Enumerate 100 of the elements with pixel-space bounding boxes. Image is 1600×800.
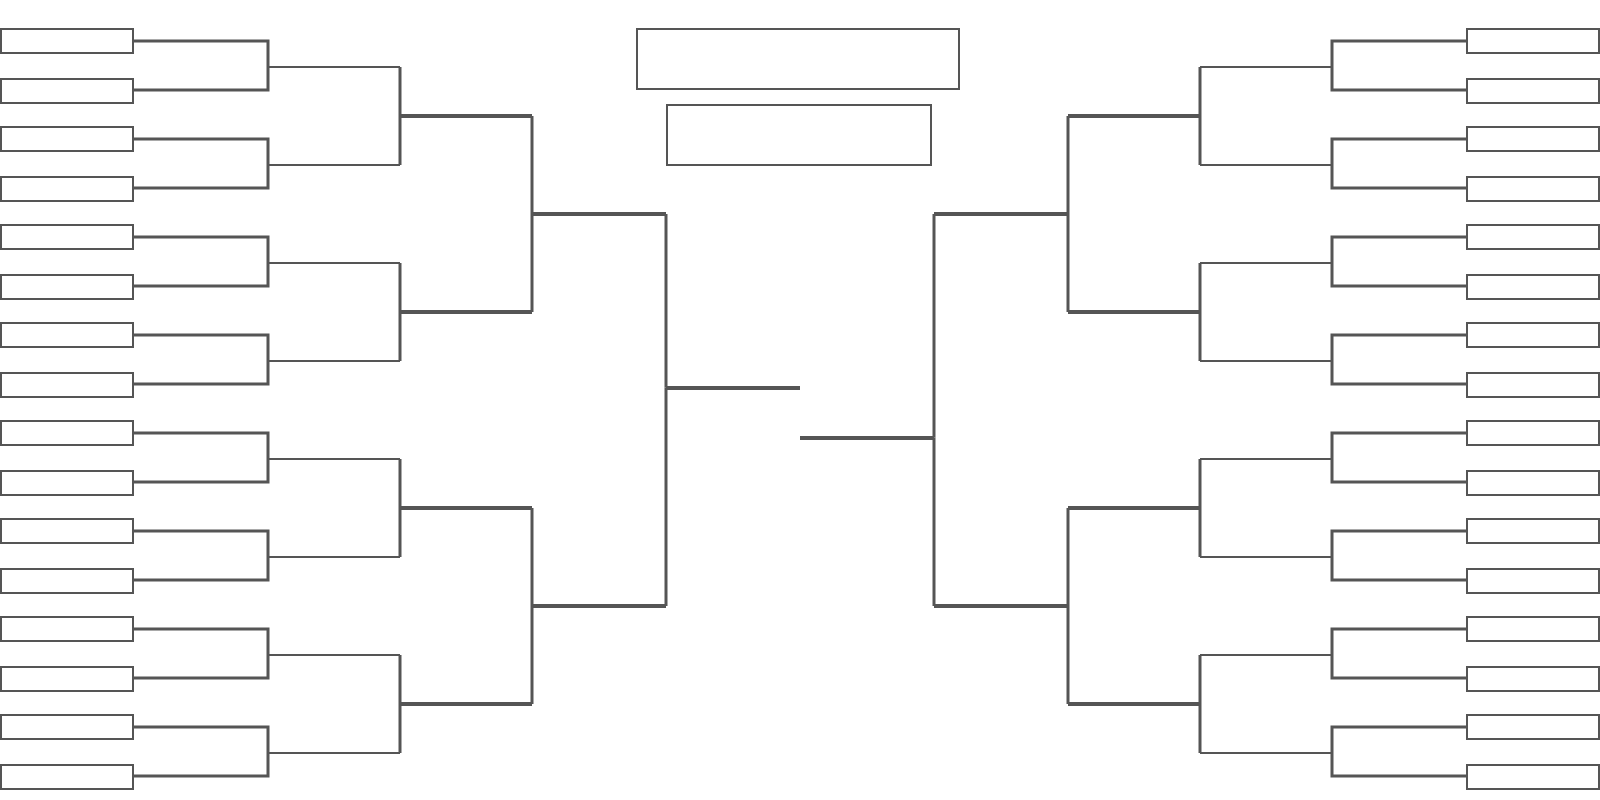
- bracket-line: [398, 116, 402, 167]
- bracket-line: [1330, 557, 1466, 582]
- bracket-line: [398, 653, 402, 704]
- slot-line: [1068, 506, 1200, 510]
- bracket-line: [1330, 39, 1466, 67]
- bracket-line: [398, 508, 402, 559]
- slot-line: [1200, 653, 1332, 657]
- title-box: [636, 28, 960, 90]
- bracket-line: [1198, 312, 1202, 363]
- bracket-line: [134, 263, 270, 288]
- entry-box: [0, 665, 134, 691]
- entry-box: [0, 126, 134, 152]
- entry-box: [0, 469, 134, 495]
- bracket-line: [134, 137, 270, 165]
- entry-box: [0, 763, 134, 789]
- bracket-line: [1198, 116, 1202, 167]
- slot-line: [268, 555, 400, 559]
- entry-box: [0, 77, 134, 103]
- slot-line: [1200, 555, 1332, 559]
- slot-line: [1200, 359, 1332, 363]
- bracket-line: [1198, 508, 1202, 559]
- bracket-line: [398, 261, 402, 312]
- bracket-line: [530, 506, 534, 606]
- bracket-line: [1330, 529, 1466, 557]
- slot-line: [1200, 261, 1332, 265]
- bracket-line: [530, 214, 534, 314]
- slot-line: [268, 751, 400, 755]
- slot-line: [666, 386, 800, 389]
- bracket-line: [1066, 606, 1070, 706]
- slot-line: [532, 212, 666, 216]
- slot-line: [1068, 702, 1200, 706]
- bracket-line: [664, 212, 668, 388]
- slot-line: [268, 359, 400, 363]
- bracket-line: [932, 212, 936, 438]
- slot-line: [400, 702, 532, 706]
- entry-box: [0, 616, 134, 642]
- entry-box: [0, 518, 134, 544]
- bracket-line: [1066, 214, 1070, 314]
- entry-box: [0, 224, 134, 250]
- bracket-line: [1330, 753, 1466, 778]
- bracket-line: [134, 655, 270, 680]
- slot-line: [268, 261, 400, 265]
- bracket-line: [398, 457, 402, 508]
- entry-box: [1466, 420, 1600, 446]
- bracket-line: [1330, 67, 1466, 92]
- entry-box: [1466, 567, 1600, 593]
- bracket-line: [1198, 704, 1202, 755]
- bracket-line: [1330, 263, 1466, 288]
- bracket-line: [398, 312, 402, 363]
- entry-box: [0, 714, 134, 740]
- slot-line: [1200, 65, 1332, 69]
- entry-box: [1466, 616, 1600, 642]
- bracket-line: [1330, 235, 1466, 263]
- entry-box: [0, 273, 134, 299]
- slot-line: [532, 604, 666, 608]
- bracket-line: [134, 725, 270, 753]
- bracket-line: [398, 65, 402, 116]
- entry-box: [0, 567, 134, 593]
- entry-box: [1466, 469, 1600, 495]
- entry-box: [1466, 126, 1600, 152]
- slot-line: [1200, 751, 1332, 755]
- bracket-line: [1330, 627, 1466, 655]
- slot-line: [934, 212, 1068, 216]
- entry-box: [1466, 77, 1600, 103]
- bracket-line: [1066, 506, 1070, 606]
- slot-line: [800, 436, 934, 439]
- bracket-line: [134, 39, 270, 67]
- entry-box: [1466, 518, 1600, 544]
- entry-box: [0, 420, 134, 446]
- slot-line: [268, 163, 400, 167]
- bracket-line: [1066, 114, 1070, 214]
- bracket-line: [664, 387, 668, 608]
- entry-box: [0, 175, 134, 201]
- bracket-line: [1330, 361, 1466, 386]
- bracket-line: [398, 704, 402, 755]
- entry-box: [0, 322, 134, 348]
- bracket-line: [1330, 165, 1466, 190]
- bracket-line: [1198, 653, 1202, 704]
- entry-box: [0, 28, 134, 54]
- bracket-line: [1330, 459, 1466, 484]
- bracket-line: [1330, 655, 1466, 680]
- entry-box: [1466, 763, 1600, 789]
- bracket-line: [134, 627, 270, 655]
- slot-line: [400, 506, 532, 510]
- bracket-line: [134, 361, 270, 386]
- bracket-line: [134, 529, 270, 557]
- bracket-line: [134, 557, 270, 582]
- entry-box: [1466, 28, 1600, 54]
- slot-line: [268, 457, 400, 461]
- subtitle-box: [666, 104, 932, 166]
- bracket-line: [134, 753, 270, 778]
- entry-box: [1466, 322, 1600, 348]
- slot-line: [1200, 457, 1332, 461]
- entry-box: [1466, 175, 1600, 201]
- bracket-line: [134, 67, 270, 92]
- bracket-line: [134, 165, 270, 190]
- bracket-line: [1198, 65, 1202, 116]
- bracket-line: [134, 333, 270, 361]
- bracket-line: [1330, 137, 1466, 165]
- bracket-line: [530, 606, 534, 706]
